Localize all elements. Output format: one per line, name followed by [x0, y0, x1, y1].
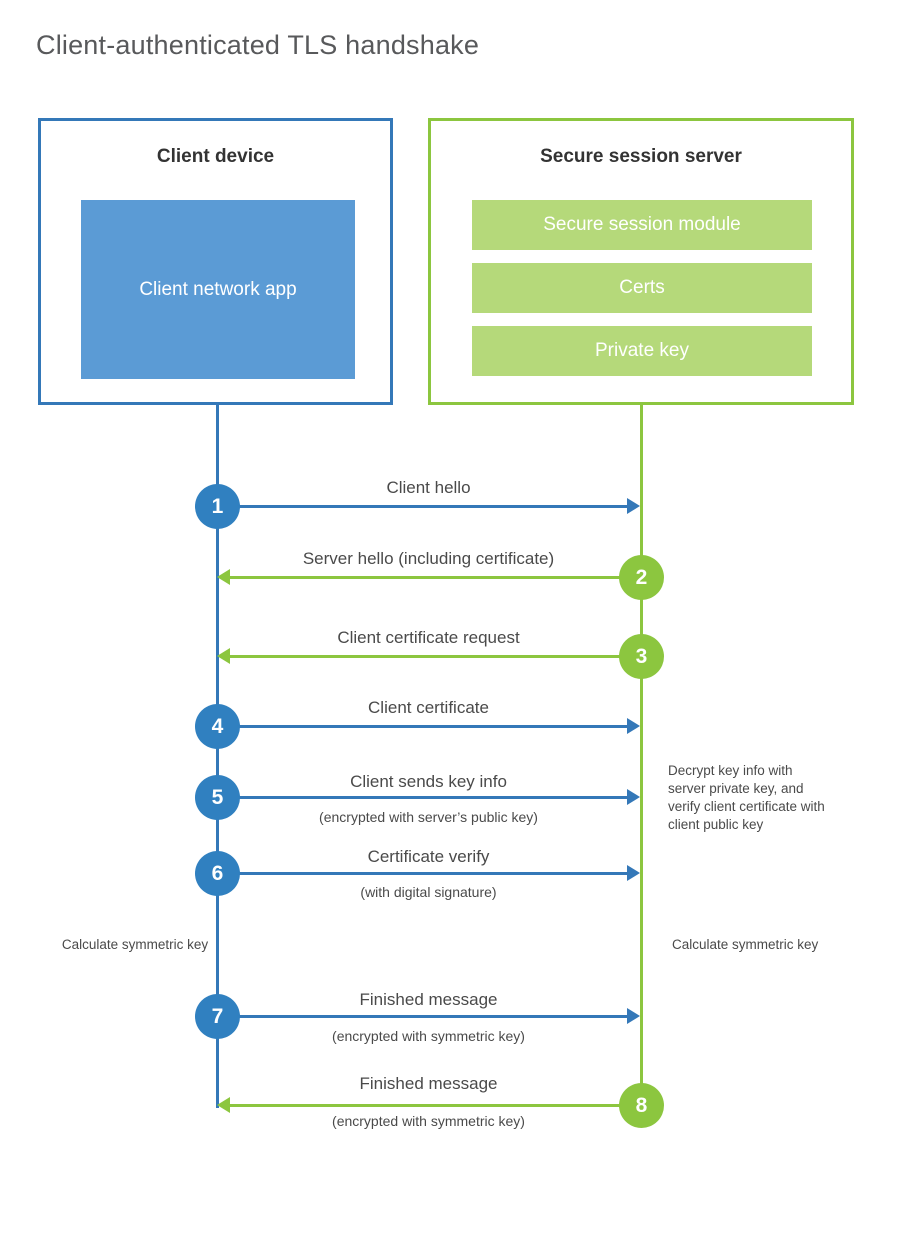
client-device-title: Client device: [156, 146, 275, 167]
secure-session-server-title: Secure session server: [540, 146, 742, 167]
server-calculate-symmetric-key-note: Calculate symmetric key: [672, 937, 819, 952]
client-calculate-symmetric-key-note: Calculate symmetric key: [61, 937, 209, 952]
step-8-arrow-line: [230, 1104, 642, 1107]
secure-session-server-box: Secure session server Secure session mod…: [428, 118, 854, 405]
server-component-private-key: Private key: [472, 326, 812, 376]
server-decrypt-note: Decrypt key info with server private key…: [668, 763, 825, 832]
step-8-label: Finished message: [359, 1074, 498, 1093]
server-lifeline: [640, 405, 643, 1105]
step-3-number-badge: 3: [619, 634, 664, 679]
step-6-sublabel: (with digital signature): [360, 884, 497, 900]
step-2-arrow-head-left-icon: [217, 569, 230, 585]
client-device-box: Client device Client network app: [38, 118, 393, 405]
step-7-arrow-line: [217, 1015, 627, 1018]
step-5-sublabel: (encrypted with server’s public key): [319, 809, 538, 825]
step-6-number-badge: 6: [195, 851, 240, 896]
step-2-label: Server hello (including certificate): [302, 549, 555, 568]
step-4-number-badge: 4: [195, 704, 240, 749]
step-2-number-badge: 2: [619, 555, 664, 600]
client-lifeline: [216, 405, 219, 1108]
step-7-sublabel: (encrypted with symmetric key): [332, 1028, 525, 1044]
step-5-arrow-line: [217, 796, 627, 799]
step-1-arrow-line: [217, 505, 627, 508]
client-network-app-block: Client network app: [81, 200, 355, 379]
step-8-sublabel: (encrypted with symmetric key): [332, 1113, 525, 1129]
step-1-number-badge: 1: [195, 484, 240, 529]
step-3-arrow-line: [230, 655, 642, 658]
step-7-label: Finished message: [359, 990, 498, 1009]
step-6-label: Certificate verify: [367, 847, 490, 866]
step-4-label: Client certificate: [368, 698, 489, 717]
step-8-arrow-head-left-icon: [217, 1097, 230, 1113]
page-title: Client-authenticated TLS handshake: [36, 30, 480, 60]
step-5-arrow-head-right-icon: [627, 789, 640, 805]
step-5-label: Client sends key info: [350, 772, 507, 791]
step-7-number-badge: 7: [195, 994, 240, 1039]
step-1-label: Client hello: [386, 478, 471, 497]
server-component-secure-session-module: Secure session module: [472, 200, 812, 250]
step-4-arrow-head-right-icon: [627, 718, 640, 734]
step-6-arrow-line: [217, 872, 627, 875]
client-network-app-label: Client network app: [139, 278, 297, 300]
step-5-number-badge: 5: [195, 775, 240, 820]
step-4-arrow-line: [217, 725, 627, 728]
step-3-arrow-head-left-icon: [217, 648, 230, 664]
server-component-certs: Certs: [472, 263, 812, 313]
step-3-label: Client certificate request: [337, 628, 520, 647]
step-7-arrow-head-right-icon: [627, 1008, 640, 1024]
step-1-arrow-head-right-icon: [627, 498, 640, 514]
step-2-arrow-line: [230, 576, 642, 579]
step-8-number-badge: 8: [619, 1083, 664, 1128]
step-6-arrow-head-right-icon: [627, 865, 640, 881]
